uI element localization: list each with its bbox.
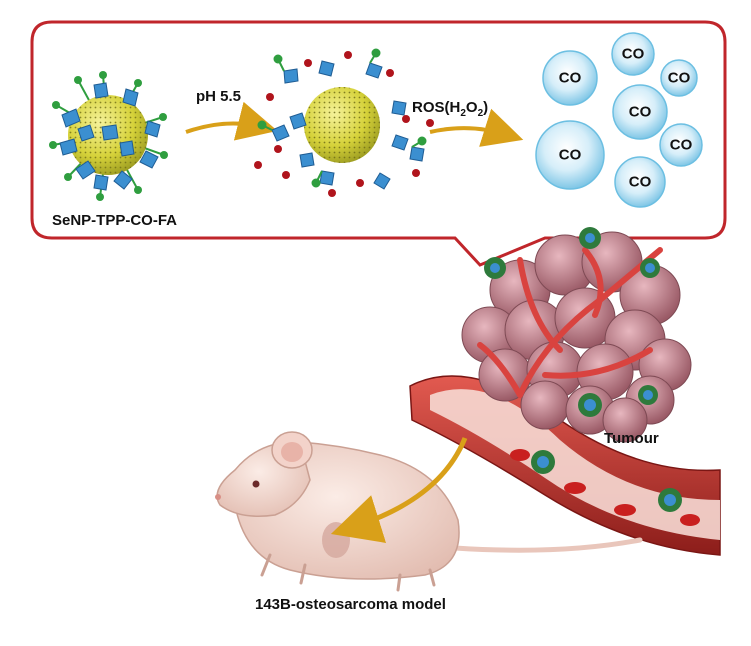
degraded-nanoparticle-icon (254, 48, 434, 197)
injection-arrow (330, 437, 468, 543)
ros-sub-2: 2 (477, 108, 484, 119)
co-label: CO (559, 70, 582, 87)
co-bubbles: CO CO CO CO CO CO CO CO (535, 32, 703, 208)
ph-arrow (185, 101, 278, 141)
callout-box (30, 20, 727, 267)
co-bubble-icon: CO (611, 32, 655, 76)
co-bubble-icon: CO (659, 123, 703, 167)
model-label: 143B-osteosarcoma model (255, 596, 446, 613)
ros-arrow (429, 108, 524, 147)
ros-label: ROS(H2O2) (412, 99, 488, 119)
co-label: CO (668, 70, 691, 87)
nanoparticle-icon (49, 71, 168, 201)
co-bubble-icon: CO (614, 156, 666, 208)
co-bubble-icon: CO (612, 84, 668, 140)
co-bubble-icon: CO (660, 59, 698, 97)
tumour-icon (461, 227, 692, 512)
ros-label-mid: O (465, 99, 478, 116)
ros-sub-1: 2 (460, 108, 466, 119)
co-label: CO (629, 104, 652, 121)
co-label: CO (622, 46, 645, 63)
nanoparticle-label: SeNP-TPP-CO-FA (52, 212, 178, 229)
ph-label: pH 5.5 (196, 88, 242, 105)
co-label: CO (670, 137, 693, 154)
co-bubble-icon: CO (542, 50, 598, 106)
co-bubble-icon: CO (535, 120, 605, 190)
co-label: CO (629, 174, 652, 191)
ros-label-suffix: ) (483, 99, 489, 116)
tumour-label: Tumour (604, 430, 659, 447)
ros-label-prefix: ROS(H (412, 99, 461, 116)
co-label: CO (559, 147, 582, 164)
